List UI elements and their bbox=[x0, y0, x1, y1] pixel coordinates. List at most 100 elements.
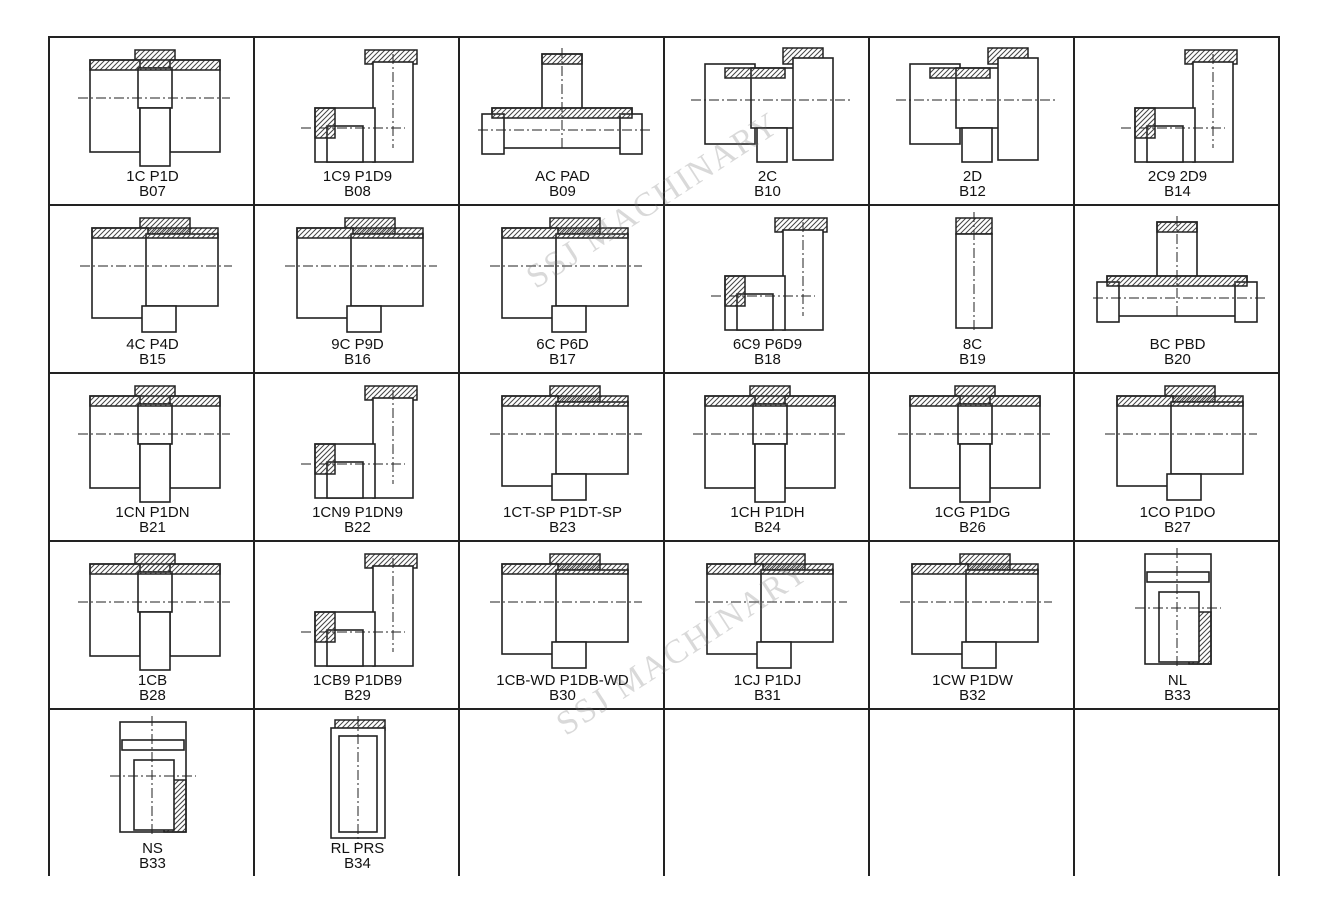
tapered-adapter-icon bbox=[490, 385, 642, 501]
swivel-nut-adapter-icon bbox=[896, 47, 1056, 163]
long-elbow-fitting-icon bbox=[711, 217, 828, 331]
fitting-code-label: B10 bbox=[754, 183, 781, 200]
fitting-code-label: B17 bbox=[549, 351, 576, 368]
fitting-series-label: 4C P4D bbox=[126, 336, 179, 353]
fitting-series-label: 6C P6D bbox=[536, 336, 589, 353]
half-section-adapter-icon bbox=[80, 217, 232, 333]
straight-union-fitting-icon bbox=[78, 49, 230, 167]
swivel-elbow-fitting-icon bbox=[1121, 49, 1238, 163]
grid-line bbox=[48, 204, 1278, 206]
fitting-code-label: B07 bbox=[139, 183, 166, 200]
catalog-cell bbox=[870, 710, 1075, 878]
branch-tee-fitting-icon bbox=[1093, 216, 1265, 323]
fitting-code-label: B18 bbox=[754, 351, 781, 368]
fitting-series-label: RL PRS bbox=[330, 840, 385, 857]
o-ring-adapter-icon bbox=[1105, 385, 1257, 501]
fitting-code-label: B09 bbox=[549, 183, 576, 200]
fitting-code-label: B20 bbox=[1164, 351, 1191, 368]
grid-line bbox=[48, 708, 1278, 710]
fitting-series-label: BC PBD bbox=[1149, 336, 1206, 353]
fitting-code-label: B16 bbox=[344, 351, 371, 368]
swivel-nut-adapter-icon bbox=[691, 47, 851, 163]
fitting-code-label: B27 bbox=[1164, 519, 1191, 536]
catalog-cell bbox=[665, 710, 870, 878]
fitting-code-label: B14 bbox=[1164, 183, 1191, 200]
elbow-90-fitting-icon bbox=[301, 553, 418, 667]
npt-elbow-fitting-icon bbox=[301, 385, 418, 499]
fitting-code-label: B33 bbox=[139, 855, 166, 872]
hex-nut-icon bbox=[110, 716, 196, 834]
fitting-series-label: 2C9 2D9 bbox=[1147, 168, 1208, 185]
fitting-series-label: 1CN9 P1DN9 bbox=[312, 504, 403, 521]
fitting-code-label: B31 bbox=[754, 687, 781, 704]
long-body-adapter-icon bbox=[490, 217, 642, 333]
weld-adapter-icon bbox=[900, 553, 1052, 669]
fitting-code-label: B29 bbox=[344, 687, 371, 704]
fitting-code-label: B19 bbox=[959, 351, 986, 368]
fitting-series-label: 2D bbox=[962, 168, 983, 185]
fitting-series-label: 1CB-WD P1DB-WD bbox=[496, 672, 629, 689]
grid-line bbox=[48, 36, 1278, 38]
plug-fitting-icon bbox=[955, 212, 993, 332]
elbow-90-fitting-icon bbox=[301, 49, 418, 163]
tee-fitting-icon bbox=[478, 48, 650, 155]
fitting-series-label: 6C9 P6D9 bbox=[732, 336, 803, 353]
fitting-series-label: 1C P1D bbox=[126, 168, 179, 185]
fitting-code-label: B33 bbox=[1164, 687, 1191, 704]
grid-line bbox=[868, 36, 870, 876]
fitting-series-label: 9C P9D bbox=[331, 336, 384, 353]
fitting-series-label: AC PAD bbox=[535, 168, 590, 185]
fitting-code-label: B08 bbox=[344, 183, 371, 200]
fitting-code-label: B32 bbox=[959, 687, 986, 704]
bsp-adapter-icon bbox=[898, 385, 1050, 503]
fitting-series-label: 1CG P1DG bbox=[934, 504, 1011, 521]
fitting-series-label: 1CJ P1DJ bbox=[733, 672, 802, 689]
fitting-code-label: B22 bbox=[344, 519, 371, 536]
grid-line bbox=[253, 36, 255, 876]
npt-adapter-icon bbox=[78, 385, 230, 503]
fitting-series-label: 1CN P1DN bbox=[115, 504, 190, 521]
tapered-adapter-icon bbox=[490, 553, 642, 669]
fitting-code-label: B34 bbox=[344, 855, 371, 872]
grid-line bbox=[48, 372, 1278, 374]
fitting-code-label: B26 bbox=[959, 519, 986, 536]
fitting-code-label: B23 bbox=[549, 519, 576, 536]
grid-line bbox=[1278, 36, 1280, 876]
grid-line bbox=[663, 36, 665, 876]
catalog-cell bbox=[1075, 710, 1280, 878]
fitting-series-label: NS bbox=[142, 840, 163, 857]
grid-line bbox=[1073, 36, 1075, 876]
fitting-series-label: 1C9 P1D9 bbox=[322, 168, 393, 185]
fitting-code-label: B15 bbox=[139, 351, 166, 368]
fitting-series-label: 1CB bbox=[137, 672, 168, 689]
fitting-series-label: 1CO P1DO bbox=[1139, 504, 1216, 521]
grid-line bbox=[48, 540, 1278, 542]
fitting-code-label: B24 bbox=[754, 519, 781, 536]
fitting-code-label: B12 bbox=[959, 183, 986, 200]
